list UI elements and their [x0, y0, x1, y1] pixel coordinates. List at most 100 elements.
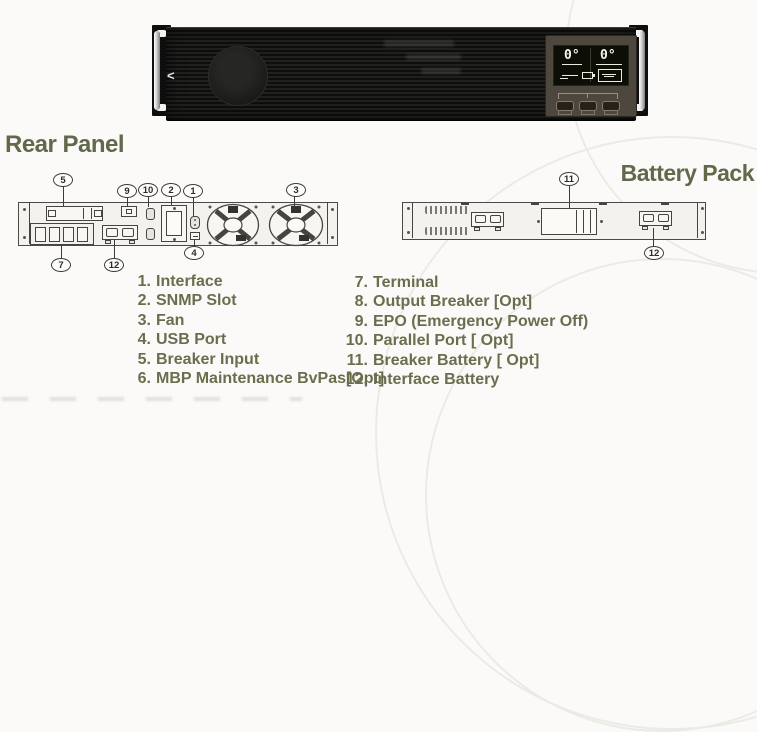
handle-left — [154, 31, 160, 110]
parallel-port — [146, 228, 155, 240]
callout-number: 2 — [168, 184, 174, 196]
callout-4: 4 — [184, 246, 204, 260]
connector-foot — [474, 227, 480, 231]
callout-1: 1 — [183, 184, 203, 198]
legend-label: Breaker Battery [ Opt] — [373, 351, 540, 369]
leader-line — [61, 245, 62, 259]
chassis-tick — [461, 203, 469, 205]
breaker-battery — [537, 208, 603, 235]
legend-item: 9.EPO (Emergency Power Off) — [341, 312, 589, 331]
connector-foot — [495, 227, 501, 231]
legend-number: 11. — [346, 351, 368, 369]
waveform-icon — [604, 76, 614, 77]
connector-pocket — [658, 214, 669, 222]
breaker-input — [46, 206, 103, 221]
callout-number: 3 — [293, 184, 299, 196]
breaker-tab — [94, 210, 102, 217]
chassis-tick — [661, 203, 669, 205]
lcd-screen: 0° 0° — [553, 45, 629, 86]
breaker-line — [83, 208, 84, 219]
epo-inner — [126, 209, 132, 214]
lcd-output-reading: 0° — [600, 48, 616, 63]
connector-pocket — [490, 215, 501, 223]
button-label-mark — [604, 111, 618, 115]
vent-holes — [425, 206, 470, 214]
legend-label: MBP Maintenance BvPas[Opt] — [156, 369, 385, 387]
connector-foot — [642, 226, 648, 230]
callout-number: 10 — [142, 184, 154, 196]
callout-5: 5 — [53, 173, 73, 187]
connector-foot — [129, 240, 135, 244]
legend-number: 5. — [137, 350, 151, 368]
legend-label: Output Breaker [Opt] — [373, 293, 533, 311]
waveform-icon — [602, 74, 616, 75]
pin-dot — [194, 224, 196, 226]
connector-foot — [663, 226, 669, 230]
legend-label: USB Port — [156, 331, 227, 349]
legend-number: 9. — [354, 312, 368, 330]
callout-12b: 12 — [644, 246, 664, 260]
legend-number: 8. — [354, 293, 368, 311]
battery-icon — [582, 72, 595, 79]
screw-dot — [23, 208, 26, 211]
epo-connector — [121, 206, 137, 217]
legend-number: 7. — [354, 274, 368, 291]
callout-number: 1 — [190, 185, 196, 197]
terminal-cell — [63, 227, 74, 242]
legend-item: 7. Terminal — [341, 273, 588, 292]
lcd-divider — [590, 48, 591, 82]
snmp-slot — [161, 205, 187, 242]
legend-item: 8. Output Breaker [Opt] — [341, 292, 588, 311]
inverter-icon — [598, 69, 622, 82]
screw-dot — [407, 207, 410, 210]
screw-dot — [407, 231, 410, 234]
callout-number: 12 — [648, 247, 660, 259]
screw-hole — [156, 104, 167, 111]
callout-number: 5 — [60, 174, 66, 186]
screw-dot — [600, 220, 603, 223]
legend-item: 1. Interface — [131, 272, 384, 291]
legend-left-column: 1.Interface 2.SNMP Slot 3.Fan 4.USB Port… — [131, 272, 385, 388]
snmp-inner — [166, 211, 182, 236]
callout-number: 11 — [563, 173, 575, 185]
connector-pocket — [122, 228, 134, 237]
callout-12: 12 — [104, 258, 124, 272]
flow-arrow-icon — [562, 75, 578, 76]
flange-divider — [412, 203, 413, 238]
callout-11: 11 — [559, 172, 579, 186]
rear-panel-diagram — [18, 202, 338, 247]
breaker-tab — [48, 210, 56, 217]
reflection — [421, 68, 461, 74]
lcd-control-module: 0° 0° — [545, 35, 637, 117]
battery-pack-title: Battery Pack — [620, 160, 755, 186]
fan-icon — [268, 203, 324, 247]
legend-item: 2.SNMP Slot — [131, 291, 384, 310]
callout-10: 10 — [138, 183, 158, 197]
battery-connector — [471, 212, 504, 227]
lcd-button-right — [602, 101, 620, 111]
button-label-mark — [558, 111, 572, 115]
lcd-underline — [562, 64, 582, 65]
interface-port — [190, 216, 200, 229]
legend-number: 1. — [137, 273, 151, 290]
flange-divider — [29, 203, 30, 244]
connector-pocket — [475, 215, 486, 223]
legend-label: Interface — [156, 273, 223, 290]
callout-2: 2 — [161, 183, 181, 197]
leader-line — [653, 228, 654, 247]
legend-number: 12. — [345, 370, 368, 388]
screw-hole — [633, 30, 644, 37]
battery-pack-diagram — [402, 202, 706, 240]
chassis-tick — [531, 203, 539, 205]
legend-label: Terminal — [373, 274, 439, 291]
callout-number: 9 — [124, 185, 130, 197]
screw-dot — [701, 207, 704, 210]
button-bracket-tick — [587, 93, 588, 98]
parallel-port — [146, 208, 155, 220]
legend-right-column: 7. Terminal 8. Output Breaker [Opt] 9.EPO … — [341, 273, 588, 389]
breaker-line — [590, 210, 591, 233]
legend-item: 11. Breaker Battery [ Opt] — [341, 351, 588, 370]
flow-arrow-icon — [560, 78, 568, 79]
legend-number: 3. — [137, 311, 151, 329]
